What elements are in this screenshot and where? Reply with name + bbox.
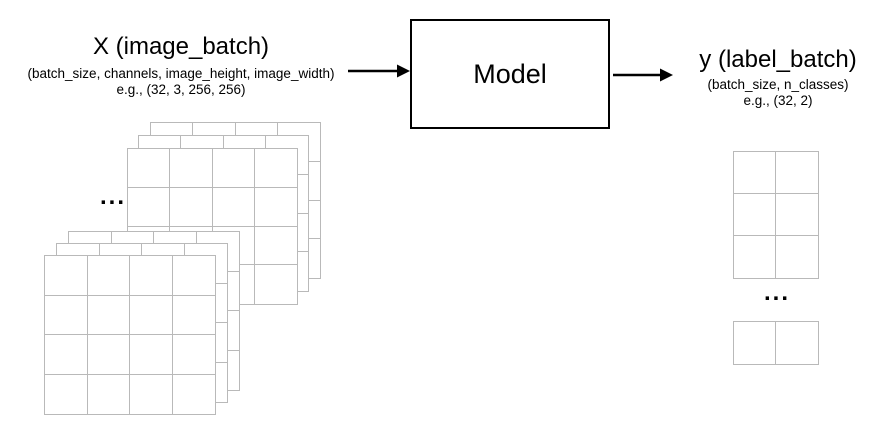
grid-cell (254, 188, 297, 227)
grid-cell (776, 152, 818, 194)
output-title: y (label_batch) (699, 46, 857, 73)
model-label: Model (473, 58, 547, 89)
grid-cell (45, 374, 88, 414)
grid-cell (172, 296, 215, 335)
input-title: X (image_batch) (92, 33, 270, 60)
label-batch-grid-top (733, 151, 819, 279)
input-arrow (348, 64, 410, 78)
grid-cell (45, 256, 88, 296)
grid-cell (734, 152, 776, 194)
grid-cell (128, 149, 171, 188)
grid-cell (170, 187, 213, 227)
grid-cell (776, 322, 818, 364)
grid-cell (173, 375, 216, 415)
grid-cell (734, 194, 776, 236)
input-shape-example: e.g., (32, 3, 256, 256) (116, 82, 246, 97)
grid-cell (87, 256, 130, 296)
grid-cell (212, 187, 255, 227)
grid-cell (87, 335, 130, 375)
image-batch-lower-layer-front (44, 255, 216, 415)
input-shape-spec: (batch_size, channels, image_height, ima… (27, 66, 335, 81)
grid-cell (170, 149, 213, 188)
grid-cell (734, 322, 776, 364)
input-header: X (image_batch) (batch_size, channels, i… (11, 33, 351, 98)
grid-cell (776, 236, 818, 278)
output-shape-spec: (batch_size, n_classes) (707, 77, 849, 92)
grid-cell (212, 149, 255, 188)
grid-cell (776, 194, 818, 236)
output-header: y (label_batch) (batch_size, n_classes) … (682, 46, 874, 109)
grid-cell (87, 295, 130, 335)
label-batch-grid-bottom (733, 321, 819, 365)
output-batch-ellipsis: ... (763, 279, 790, 306)
grid-cell (254, 149, 297, 188)
grid-cell (130, 295, 173, 335)
grid-cell (172, 335, 215, 375)
input-batch-ellipsis: ... (99, 183, 126, 210)
grid-cell (45, 295, 88, 335)
grid-cell (130, 374, 173, 414)
output-shape-example: e.g., (32, 2) (743, 93, 813, 108)
grid-cell (130, 335, 173, 375)
grid-cell (734, 236, 776, 278)
grid-cell (45, 335, 88, 375)
grid-cell (255, 265, 297, 304)
grid-cell (172, 256, 215, 296)
grid-cell (254, 227, 297, 266)
output-arrow (613, 68, 673, 82)
model-node: Model (410, 19, 610, 129)
grid-cell (128, 187, 171, 227)
grid-cell (130, 256, 173, 296)
grid-cell (88, 374, 130, 414)
grid-cell (213, 265, 255, 304)
